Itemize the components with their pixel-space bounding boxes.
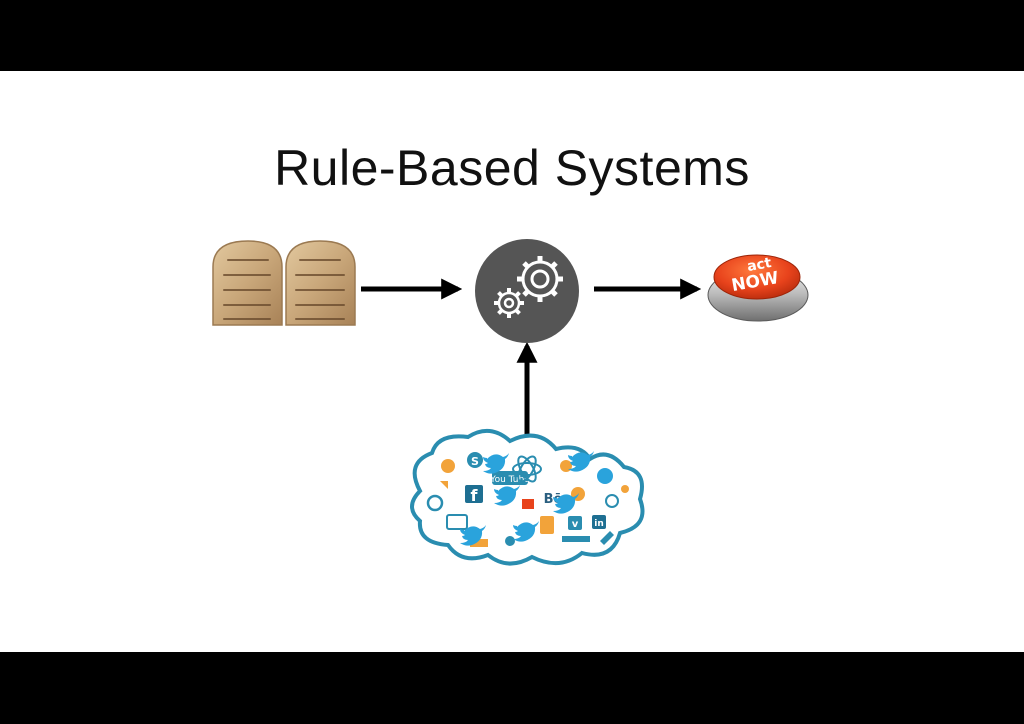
act-now-button-icon: act NOW xyxy=(707,254,809,322)
stone-tablets-icon xyxy=(212,240,356,326)
act-label: act xyxy=(746,255,773,275)
vimeo-icon-label: v xyxy=(572,519,579,530)
diagram: act NOW S You Tube f Bē xyxy=(212,239,809,566)
skype-icon-label: S xyxy=(471,455,479,468)
facebook-icon-label: f xyxy=(471,486,479,505)
letterbox-top xyxy=(0,0,1024,71)
gears-icon xyxy=(475,239,579,343)
slide-title: Rule-Based Systems xyxy=(274,140,750,196)
linkedin-icon-label: in xyxy=(594,519,604,529)
youtube-icon-label: You Tube xyxy=(489,475,530,485)
slide: Rule-Based Systems xyxy=(0,71,1024,652)
letterbox-bottom xyxy=(0,652,1024,724)
social-media-cloud-icon: S You Tube f Bē in v xyxy=(410,429,645,566)
